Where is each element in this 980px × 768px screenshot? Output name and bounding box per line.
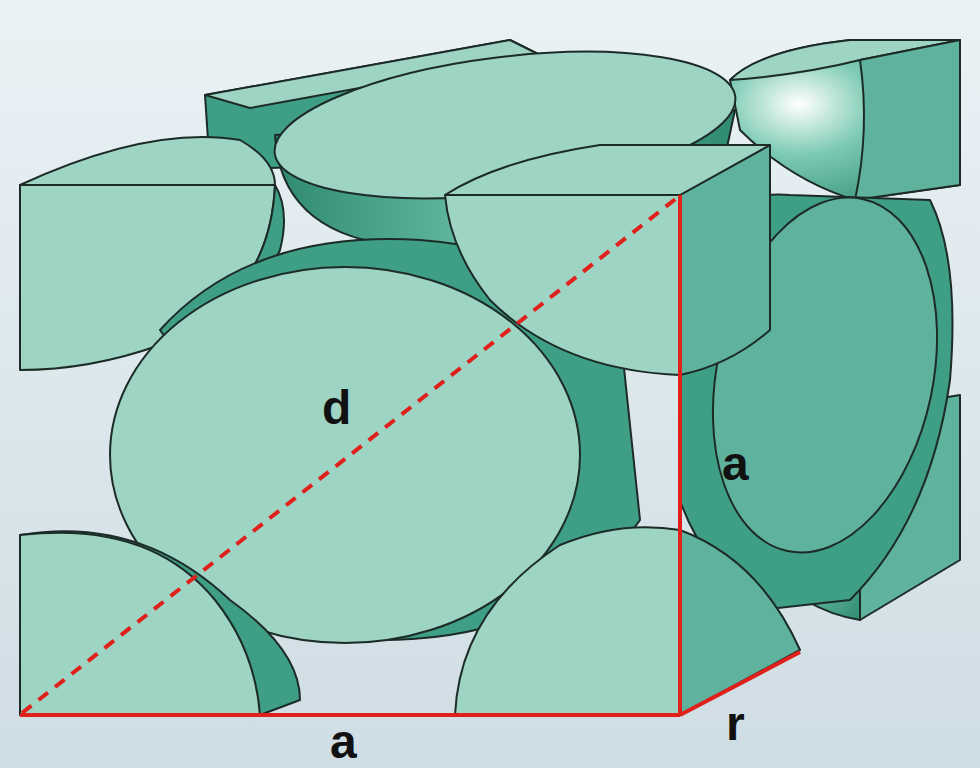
atom-piece [680, 530, 800, 715]
atom-piece [445, 145, 770, 195]
dimension-lines [20, 195, 800, 715]
face-diagonal [22, 197, 678, 713]
atom-piece [455, 527, 680, 715]
edge-label: a [722, 440, 749, 488]
atom-piece [855, 40, 960, 200]
atom-piece [20, 137, 275, 185]
diagonal-label: d [322, 384, 351, 432]
atom-piece [20, 531, 300, 715]
atom-piece [445, 195, 680, 375]
edge-line [20, 713, 680, 717]
radius-label: r [726, 700, 745, 748]
edge-line [678, 195, 682, 715]
edge-label: a [330, 718, 357, 766]
atoms [20, 29, 968, 715]
